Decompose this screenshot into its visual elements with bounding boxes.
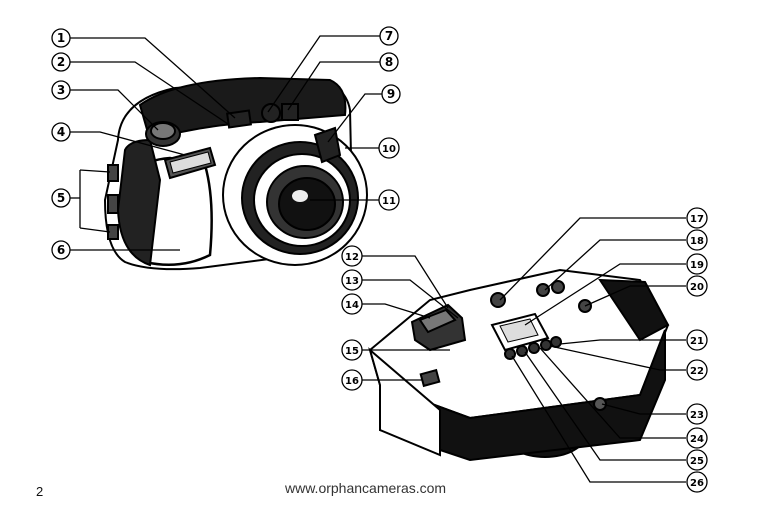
callout-20: 20 [686,275,708,297]
svg-text:10: 10 [382,144,396,155]
callout-26: 26 [686,471,708,493]
svg-text:24: 24 [690,434,704,445]
svg-text:11: 11 [382,196,396,207]
svg-text:22: 22 [690,366,704,377]
svg-text:1: 1 [57,31,65,45]
svg-text:7: 7 [385,29,393,43]
svg-text:21: 21 [690,336,704,347]
callout-13: 13 [341,269,363,291]
svg-text:18: 18 [690,236,704,247]
callout-16: 16 [341,369,363,391]
svg-text:4: 4 [57,125,65,139]
svg-text:14: 14 [345,300,359,311]
callout-18: 18 [686,229,708,251]
svg-text:9: 9 [387,87,395,101]
svg-text:20: 20 [690,282,704,293]
callout-12: 12 [341,245,363,267]
svg-text:8: 8 [385,55,393,69]
svg-text:5: 5 [57,191,65,205]
callout-10: 10 [378,137,400,159]
callout-6: 6 [51,240,71,260]
svg-text:6: 6 [57,243,65,257]
page-number: 2 [36,484,44,499]
callout-24: 24 [686,427,708,449]
svg-text:3: 3 [57,83,65,97]
callout-5: 5 [51,188,71,208]
callout-4: 4 [51,122,71,142]
callout-22: 22 [686,359,708,381]
callout-2: 2 [51,52,71,72]
svg-text:17: 17 [690,214,704,225]
callout-1: 1 [51,28,71,48]
callout-9: 9 [381,84,401,104]
callout-21: 21 [686,329,708,351]
svg-text:12: 12 [345,252,359,263]
callout-15: 15 [341,339,363,361]
svg-text:19: 19 [690,260,704,271]
callout-23: 23 [686,403,708,425]
footer-url[interactable]: www.orphancameras.com [285,480,447,496]
callout-markers: 1 2 3 4 5 6 7 8 9 10 11 12 13 14 15 16 1… [51,26,708,493]
callout-8: 8 [379,52,399,72]
svg-text:23: 23 [690,410,704,421]
callout-11: 11 [378,189,400,211]
svg-text:25: 25 [690,456,704,467]
callout-25: 25 [686,449,708,471]
callout-14: 14 [341,293,363,315]
svg-text:16: 16 [345,376,359,387]
camera-front-illustration [103,76,368,271]
callout-17: 17 [686,207,708,229]
callout-7: 7 [379,26,399,46]
callout-3: 3 [51,80,71,100]
svg-text:15: 15 [345,346,359,357]
leader-lines [70,35,686,483]
svg-text:2: 2 [57,55,65,69]
svg-text:26: 26 [690,478,704,489]
camera-rear-illustration [368,268,670,462]
svg-text:13: 13 [345,276,359,287]
callout-19: 19 [686,253,708,275]
